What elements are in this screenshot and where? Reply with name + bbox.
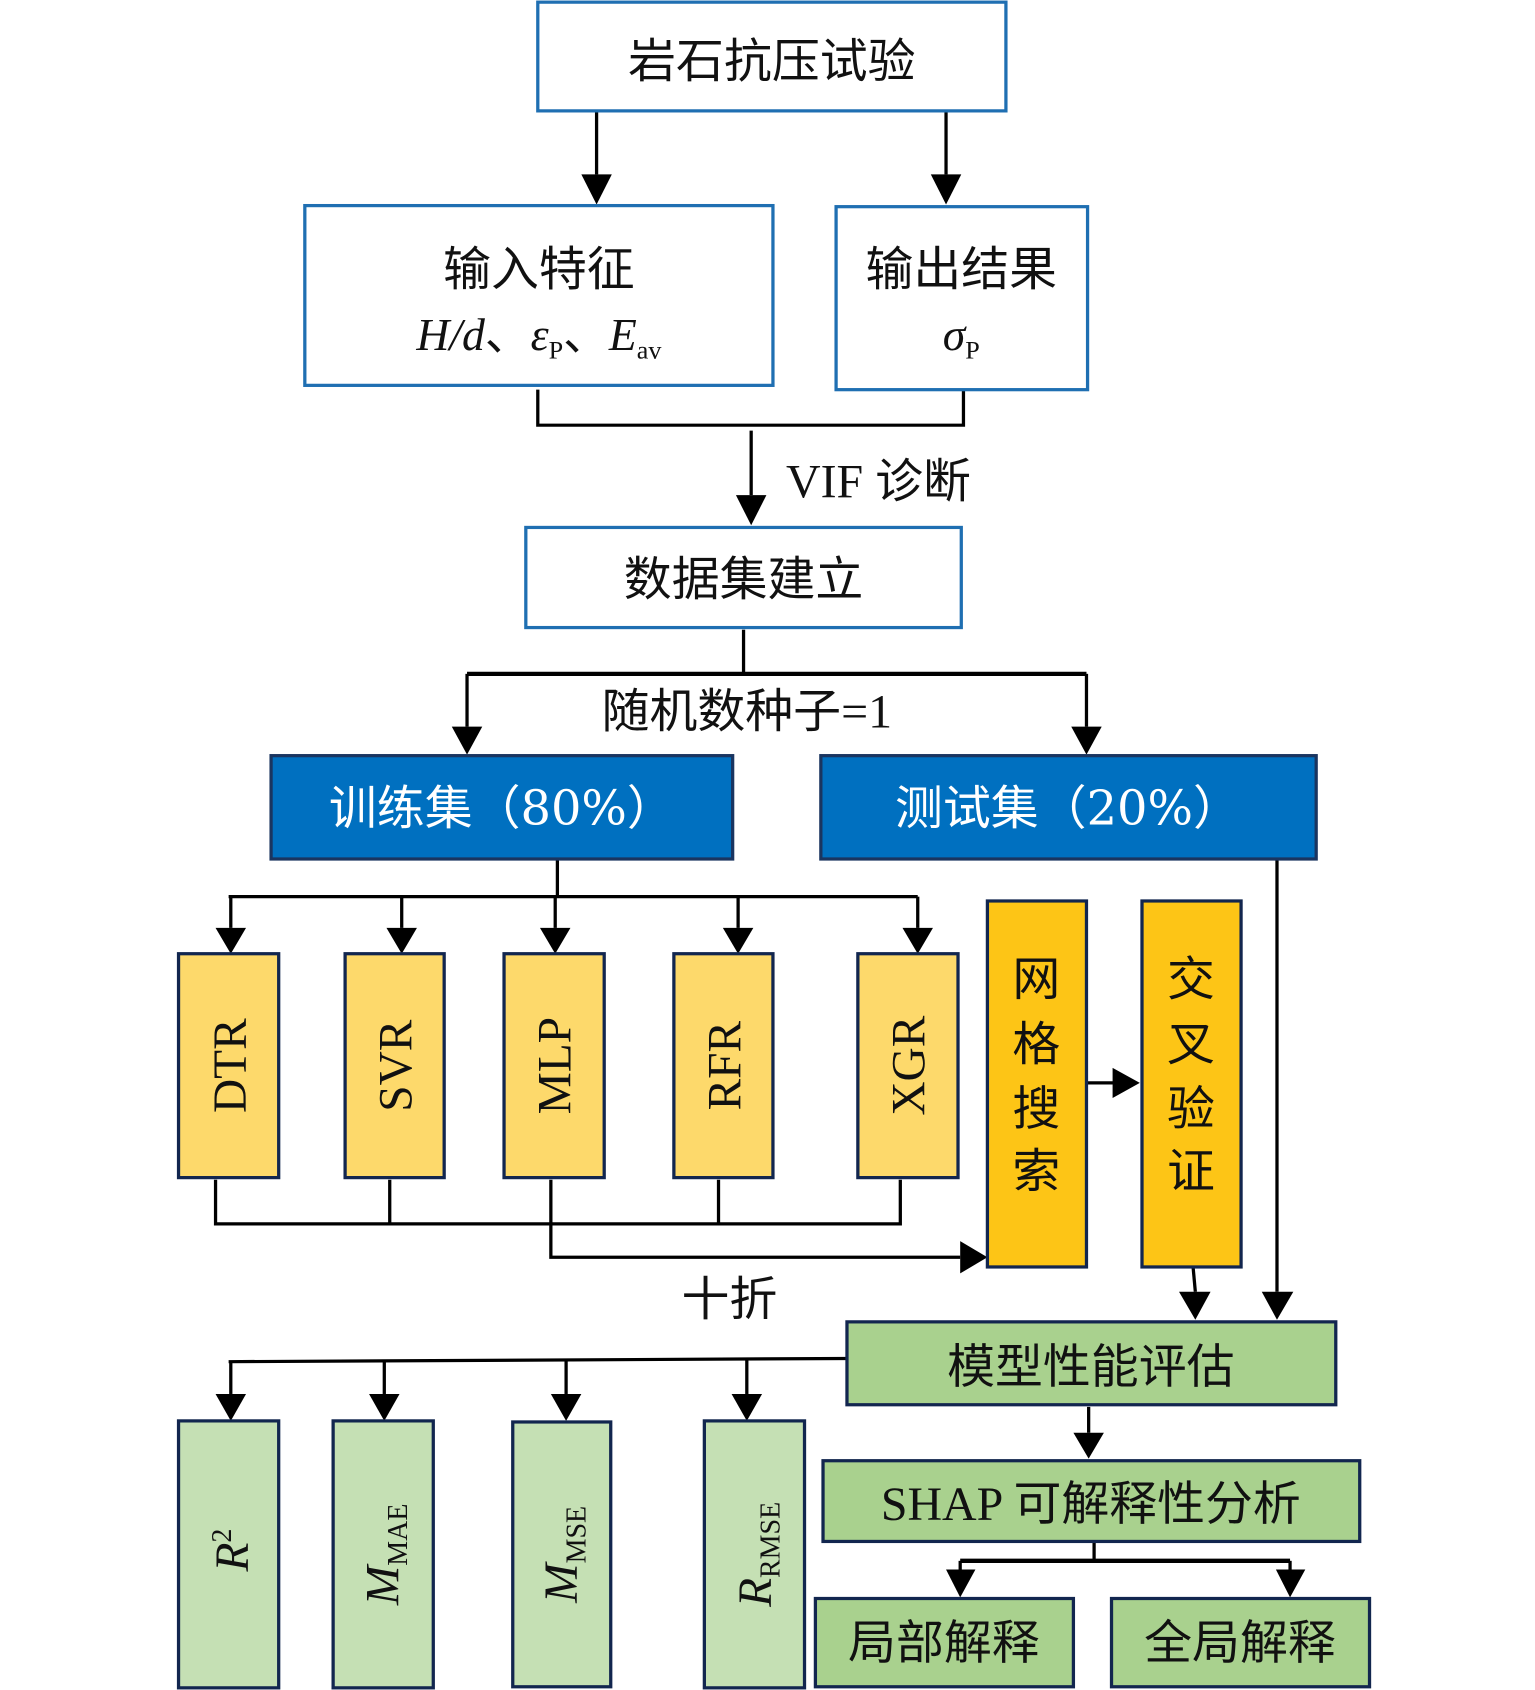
merge-bracket	[536, 389, 966, 427]
evaluation-label: 模型性能评估	[947, 1340, 1234, 1395]
metric-label: MMSE	[536, 1506, 593, 1604]
metric-label: R2	[207, 1529, 260, 1573]
separator: 、	[563, 309, 609, 360]
node-cross-validation: 交 叉 验 证	[1140, 899, 1243, 1269]
output-result-title: 输出结果	[865, 242, 1057, 297]
arrowhead	[946, 1569, 976, 1598]
metric-sup: 2	[207, 1529, 238, 1543]
local-explain-label: 局部解释	[848, 1616, 1040, 1671]
cv-char: 交	[1167, 953, 1215, 1008]
metric-main: R	[207, 1543, 259, 1573]
arrowhead	[1275, 1569, 1306, 1598]
node-metric-mae: MMAE	[331, 1419, 435, 1690]
model-label: DTR	[205, 1018, 257, 1113]
cv-to-eval	[1191, 1267, 1197, 1292]
connectors	[213, 111, 1306, 1598]
seed-label: 随机数种子=1	[602, 687, 892, 739]
fold-label: 十折	[681, 1273, 777, 1328]
var-epsilon-sub: P	[549, 336, 564, 365]
grid-char: 格	[1012, 1018, 1060, 1073]
node-evaluation: 模型性能评估	[845, 1320, 1338, 1407]
model-label: MLP	[529, 1017, 581, 1114]
shap-label: SHAP 可解释性分析	[881, 1479, 1301, 1531]
model-label: SVR	[370, 1019, 422, 1111]
metric-sub: MAE	[383, 1504, 414, 1566]
arrowhead	[451, 726, 483, 755]
metric-main: R	[730, 1578, 782, 1608]
grid-char: 网	[1012, 953, 1060, 1008]
arrowhead	[960, 1241, 988, 1274]
grid-char: 索	[1012, 1145, 1060, 1200]
arrowhead	[581, 174, 612, 205]
node-output-result: 输出结果 σP	[834, 205, 1090, 392]
node-train-set: 训练集（80%）	[269, 754, 735, 861]
metric-arrows	[215, 1359, 763, 1421]
node-input-features: 输入特征 H/d、εP、Eav	[303, 203, 775, 387]
arrowhead	[1073, 1432, 1104, 1459]
fold-arrow-line	[549, 1179, 961, 1259]
output-result-var: σP	[943, 309, 980, 364]
model-label: RFR	[699, 1021, 751, 1111]
input-features-title: 输入特征	[443, 242, 635, 297]
var-eav-sub: av	[637, 336, 662, 365]
node-dataset: 数据集建立	[524, 525, 963, 630]
node-local-explain: 局部解释	[813, 1596, 1076, 1689]
var-epsilon: ε	[531, 309, 549, 360]
rock-test-label: 岩石抗压试验	[628, 35, 915, 90]
var-sigma-sub: P	[965, 336, 980, 365]
cv-char: 证	[1167, 1145, 1215, 1200]
metric-sub: MSE	[562, 1506, 593, 1564]
train-set-label: 训练集（80%）	[329, 782, 675, 837]
node-metric-rmse: RRMSE	[702, 1419, 807, 1690]
metric-main: M	[357, 1563, 409, 1606]
node-metric-mse: MMSE	[511, 1420, 613, 1689]
metric-sub: RMSE	[755, 1502, 786, 1578]
arrowhead	[930, 174, 962, 205]
node-global-explain: 全局解释	[1109, 1596, 1372, 1689]
metrics-bar	[228, 1356, 847, 1364]
arrowhead	[1261, 1291, 1294, 1320]
separator: 、	[485, 309, 531, 360]
node-model-mlp: MLP	[502, 952, 606, 1180]
cv-char: 验	[1167, 1082, 1215, 1137]
arrowhead	[1071, 726, 1102, 755]
global-explain-label: 全局解释	[1144, 1616, 1336, 1671]
model-arrows	[215, 896, 933, 954]
node-model-dtr: DTR	[176, 952, 281, 1180]
metric-label: MMAE	[357, 1504, 414, 1607]
input-features-vars: H/d、εP、Eav	[415, 309, 661, 364]
test-set-label: 测试集（20%）	[895, 782, 1241, 837]
arrowhead	[1112, 1067, 1140, 1098]
var-eav: E	[608, 309, 637, 360]
node-rock-test: 岩石抗压试验	[536, 0, 1008, 113]
node-test-set: 测试集（20%）	[819, 754, 1318, 861]
var-sigma: σ	[943, 309, 967, 360]
node-model-xgr: XGR	[856, 952, 960, 1180]
node-shap: SHAP 可解释性分析	[821, 1459, 1362, 1544]
cv-char: 叉	[1167, 1018, 1215, 1073]
models-merge	[213, 1179, 902, 1226]
arrowhead	[1179, 1291, 1211, 1320]
vif-label: VIF 诊断	[786, 457, 971, 509]
node-metric-r2: R2	[176, 1419, 281, 1690]
node-grid-search: 网 格 搜 索	[985, 899, 1089, 1269]
node-model-rfr: RFR	[672, 952, 775, 1180]
arrowhead	[735, 495, 767, 526]
metric-main: M	[536, 1561, 588, 1604]
var-hd: H/d	[415, 309, 485, 360]
node-model-svr: SVR	[343, 952, 446, 1180]
grid-char: 搜	[1012, 1082, 1060, 1137]
metric-label: RRMSE	[730, 1502, 787, 1608]
model-label: XGR	[883, 1015, 935, 1115]
dataset-label: 数据集建立	[624, 553, 863, 608]
